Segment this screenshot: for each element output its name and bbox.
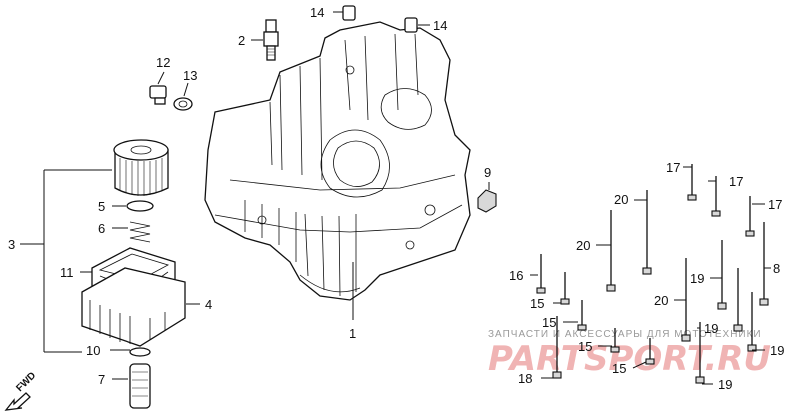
callout-3: 3 — [8, 237, 15, 252]
part-7-strainer — [129, 363, 151, 409]
bolt-17a — [687, 164, 697, 201]
bolt-19b — [733, 268, 743, 332]
bolt-20b — [642, 190, 652, 275]
watermark-caption: ЗАПЧАСТИ И АКСЕССУАРЫ ДЛЯ МОТОТЕХНИКИ — [488, 329, 762, 340]
bolt-19a — [717, 240, 727, 310]
fwd-label: FWD — [14, 370, 38, 394]
callout-20a: 20 — [614, 192, 628, 207]
callout-6: 6 — [98, 221, 105, 236]
callout-19a: 19 — [690, 271, 704, 286]
callout-19d: 19 — [718, 377, 732, 392]
callout-4: 4 — [205, 297, 212, 312]
bolt-15d — [645, 338, 655, 365]
callout-7: 7 — [98, 372, 105, 387]
part-3-filter-element — [113, 139, 169, 196]
bolt-19c — [747, 292, 757, 352]
callout-15c: 15 — [578, 339, 592, 354]
callout-17c: 17 — [768, 197, 782, 212]
callout-15a: 15 — [530, 296, 544, 311]
callout-17b: 17 — [729, 174, 743, 189]
bolt-17c — [745, 196, 755, 237]
bolt-20c — [681, 258, 691, 342]
callout-1: 1 — [349, 326, 356, 341]
bolt-15a — [560, 272, 570, 305]
bolt-16 — [536, 254, 546, 294]
callout-15b: 15 — [542, 315, 556, 330]
leader-lines — [20, 11, 771, 385]
bolt-set — [536, 164, 769, 384]
bolt-15b — [577, 300, 587, 331]
bolt-8 — [759, 222, 769, 306]
watermark: ЗАПЧАСТИ И АКСЕССУАРЫ ДЛЯ МОТОТЕХНИКИ PA… — [488, 329, 771, 379]
callout-15d: 15 — [612, 361, 626, 376]
bolt-20a — [606, 210, 616, 292]
callout-10: 10 — [86, 343, 100, 358]
callout-17a: 17 — [666, 160, 680, 175]
bolt-17b — [711, 176, 721, 217]
callout-8: 8 — [773, 261, 780, 276]
part-13-washer — [173, 97, 193, 111]
lower-crankcase — [204, 21, 471, 301]
callout-19b: 19 — [704, 321, 718, 336]
callout-16: 16 — [509, 268, 523, 283]
callout-labels: 1 2 3 4 5 6 7 8 9 10 11 12 13 14 14 15 1… — [8, 5, 784, 392]
callout-5: 5 — [98, 199, 105, 214]
bolt-18 — [552, 316, 562, 379]
callout-9: 9 — [484, 165, 491, 180]
callout-12: 12 — [156, 55, 170, 70]
part-6-spring — [129, 221, 151, 243]
watermark-logo: PARTSPORT.RU — [488, 339, 771, 379]
callout-13: 13 — [183, 68, 197, 83]
bolt-15c — [610, 328, 620, 353]
part-2-stud — [263, 19, 279, 61]
callout-11: 11 — [60, 265, 74, 280]
callout-18: 18 — [518, 371, 532, 386]
part-14-dowels — [342, 5, 418, 33]
callout-20b: 20 — [576, 238, 590, 253]
callout-2: 2 — [238, 33, 245, 48]
part-12-drain-bolt — [149, 85, 167, 105]
callout-14b: 14 — [433, 18, 447, 33]
callout-19c: 19 — [770, 343, 784, 358]
part-5-oring — [126, 200, 154, 212]
callout-20c: 20 — [654, 293, 668, 308]
part-9-nut — [477, 189, 497, 213]
part-4-oil-pan — [81, 267, 186, 347]
part-10-oring — [129, 347, 151, 357]
fwd-arrow-icon: FWD — [4, 370, 38, 411]
bolt-19d — [695, 322, 705, 384]
callout-14a: 14 — [310, 5, 324, 20]
